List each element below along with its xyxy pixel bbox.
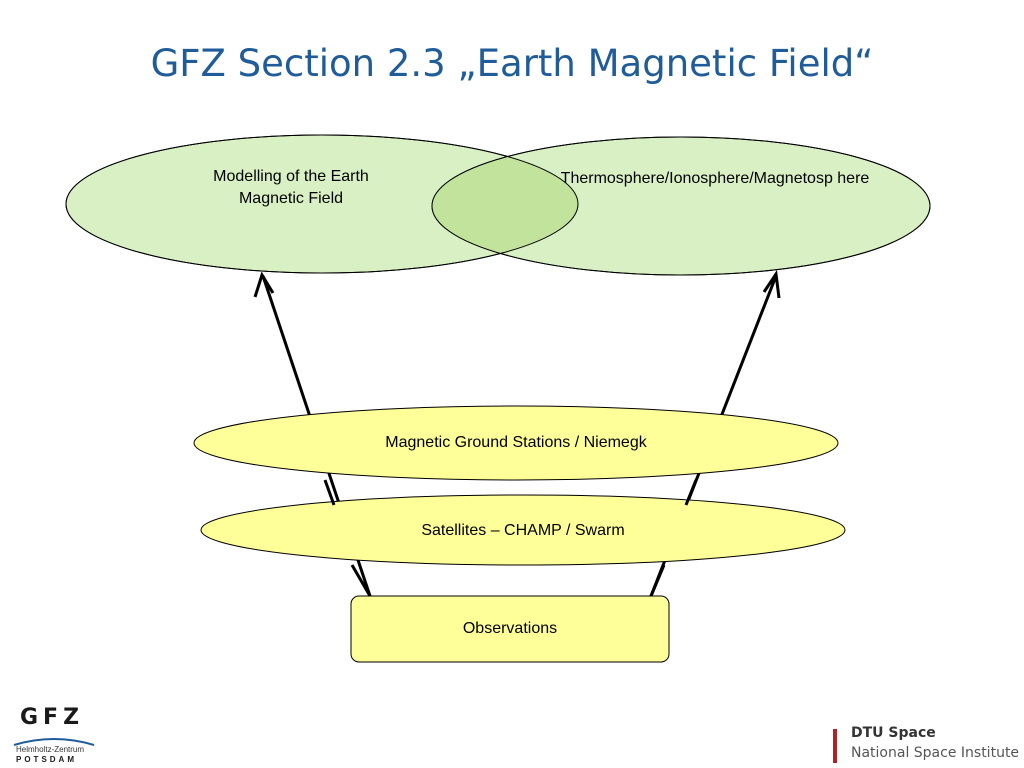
label-ground-stations: Magnetic Ground Stations / Niemegk xyxy=(385,434,647,451)
gfz-logo-sub2: POTSDAM xyxy=(16,755,77,764)
gfz-arc-icon xyxy=(13,738,95,746)
dtu-logo-line1: DTU Space xyxy=(851,725,936,741)
ellipse-satellites xyxy=(200,494,846,566)
gfz-logo-sub: Helmholtz-Zentrum xyxy=(16,745,85,754)
gfz-logo-word: GFZ xyxy=(20,705,85,730)
ellipse-ground-stations xyxy=(193,405,839,481)
gfz-logo: GFZ Helmholtz-Zentrum POTSDAM xyxy=(10,705,100,765)
label-modelling: Modelling of the Earth Magnetic Field xyxy=(213,168,369,207)
label-satellites: Satellites – CHAMP / Swarm xyxy=(421,522,625,539)
label-thermosphere: Thermosphere/Ionosphere/Magnetosp here xyxy=(560,170,870,187)
dtu-logo-line2: National Space Institute xyxy=(851,745,1020,761)
dtu-bar-icon xyxy=(833,729,837,763)
page-title: GFZ Section 2.3 „Earth Magnetic Field“ xyxy=(150,42,874,85)
label-observations: Observations xyxy=(462,620,558,637)
box-observations xyxy=(350,595,670,663)
